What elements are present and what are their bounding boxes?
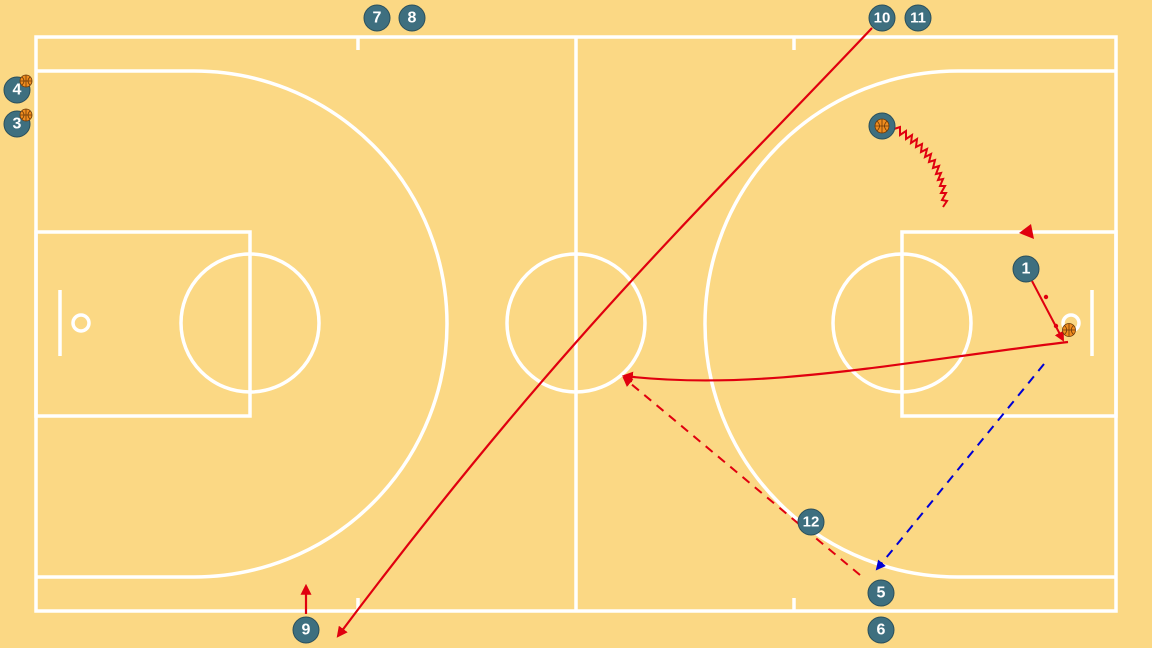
basketball-icon (874, 118, 890, 134)
player-11-label: 11 (910, 10, 926, 27)
key-right (900, 230, 1118, 418)
center-circle (505, 252, 647, 394)
player-9[interactable]: 9 (292, 616, 320, 644)
player-12[interactable]: 12 (797, 508, 825, 536)
screen-dot (1053, 323, 1059, 329)
player-1-label: 1 (1022, 261, 1031, 278)
player-7[interactable]: 7 (363, 4, 391, 32)
player-5-label: 5 (877, 585, 886, 602)
actions (300, 27, 1069, 638)
player-4-label: 4 (13, 82, 22, 99)
player-10-label: 10 (874, 10, 891, 27)
cut-path-player-1 (1031, 280, 1064, 342)
pass-path-to-center (621, 340, 1069, 383)
dribble-arrowhead (1019, 224, 1034, 239)
dribble-path (893, 125, 949, 208)
cut-path-player-5 (622, 376, 861, 576)
player-7-label: 7 (373, 10, 382, 27)
players: 1 3 4 5 (3, 4, 1076, 644)
court (34, 35, 1118, 613)
long-pass-path (336, 27, 873, 638)
player-12-label: 12 (803, 514, 820, 531)
player-3[interactable]: 3 (3, 108, 33, 138)
player-11[interactable]: 11 (904, 4, 932, 32)
player-4[interactable]: 4 (3, 74, 33, 104)
three-point-line-left (36, 69, 449, 579)
key-left (34, 230, 252, 418)
player-1[interactable]: 1 (1012, 255, 1040, 283)
player-6-label: 6 (877, 622, 886, 639)
player-with-ball-top[interactable] (868, 112, 896, 140)
player-8[interactable]: 8 (398, 4, 426, 32)
basketball-icon (19, 74, 33, 88)
screen-dot (1043, 294, 1049, 300)
free-throw-circle-right (831, 252, 973, 394)
three-point-line-right (703, 69, 1116, 579)
hoop-left (71, 313, 91, 333)
basketball-icon (1062, 323, 1076, 337)
basketball-icon (19, 108, 33, 122)
player-8-label: 8 (408, 10, 417, 27)
handoff-path-to-player-5 (875, 363, 1045, 571)
player-9-label: 9 (302, 622, 311, 639)
player-3-label: 3 (13, 116, 22, 133)
free-throw-circle-left (179, 252, 321, 394)
player-5[interactable]: 5 (867, 579, 895, 607)
player-6[interactable]: 6 (867, 616, 895, 644)
player-10[interactable]: 10 (868, 4, 896, 32)
